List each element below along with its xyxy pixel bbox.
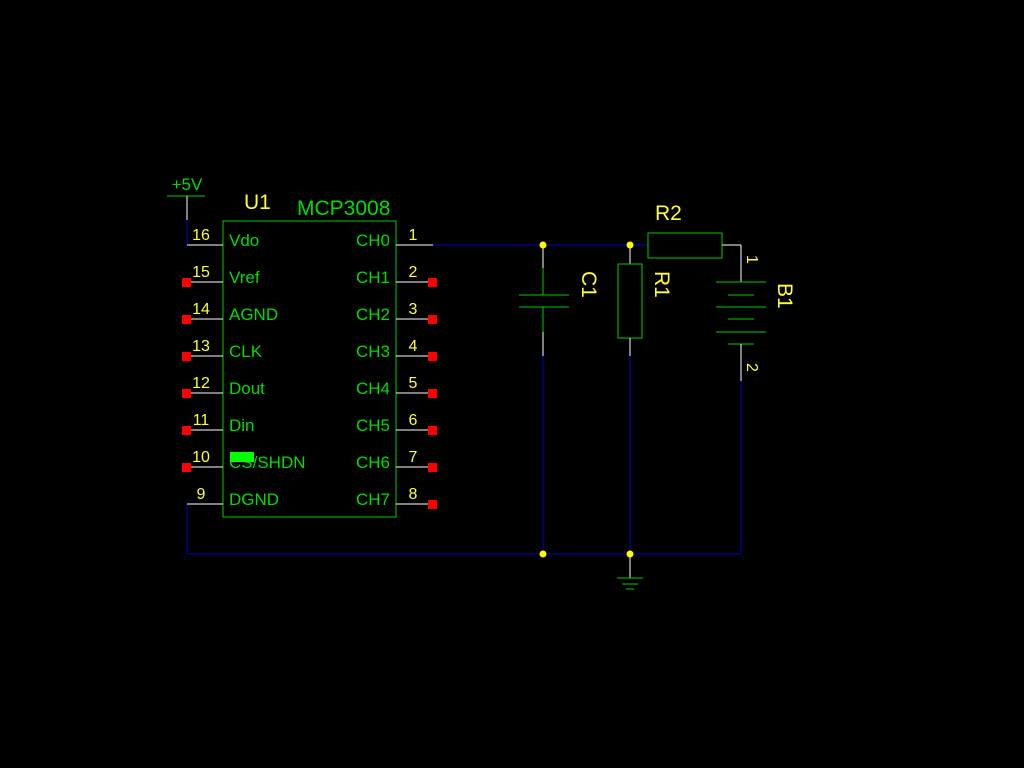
pin-name: CH6 [356, 453, 390, 472]
r1-ref: R1 [650, 271, 673, 298]
power-symbol-5v[interactable]: +5V [167, 175, 205, 220]
c1-ref: C1 [577, 271, 600, 298]
ic-part-name: MCP3008 [297, 197, 390, 220]
pin-number: 16 [192, 227, 210, 244]
unconnected-marker [428, 389, 437, 398]
unconnected-marker [428, 278, 437, 287]
pin-number: 1 [409, 227, 418, 244]
junction-r1-bottom [626, 550, 634, 558]
unconnected-marker [428, 315, 437, 324]
pin-number: 13 [192, 338, 210, 355]
unconnected-marker [428, 463, 437, 472]
pin-number: 4 [409, 338, 418, 355]
pin-number: 11 [193, 412, 210, 429]
pin-name: Din [229, 416, 255, 435]
ic-pin-15[interactable]: 15 Vref [182, 264, 260, 287]
pin-name: CH2 [356, 305, 390, 324]
ic-pin-11[interactable]: 11 Din [182, 412, 255, 435]
ic-pin-4[interactable]: 4 CH3 [356, 338, 437, 361]
power-label: +5V [172, 175, 203, 194]
unconnected-marker [182, 463, 191, 472]
unconnected-marker [182, 352, 191, 361]
ic-right-pins: 1 CH0 2 CH1 3 CH2 4 CH3 5 CH4 6 CH5 7 CH6 8 CH7 [356, 227, 437, 509]
ic-pin-16[interactable]: 16 Vdo [187, 227, 259, 250]
pin-name: AGND [229, 305, 278, 324]
ic-pin-8[interactable]: 8 CH7 [356, 486, 437, 509]
ic-pin-7[interactable]: 7 CH6 [356, 449, 437, 472]
pin-number: 5 [409, 375, 418, 392]
pin-number: 14 [192, 301, 210, 318]
junction-r1-top [626, 241, 634, 249]
r2-ref: R2 [655, 202, 682, 225]
ic-pin-13[interactable]: 13 CLK [182, 338, 263, 361]
pin-number: 10 [192, 449, 210, 466]
unconnected-marker [182, 278, 191, 287]
battery-b1[interactable]: B1 1 2 [716, 245, 796, 381]
pin-name: CH5 [356, 416, 390, 435]
pin-name: CH1 [356, 268, 390, 287]
ic-pin-3[interactable]: 3 CH2 [356, 301, 437, 324]
unconnected-marker [182, 315, 191, 324]
unconnected-marker [428, 426, 437, 435]
b1-pin-1-label: 1 [743, 255, 760, 264]
pin-number: 2 [409, 264, 418, 281]
ic-pin-1[interactable]: 1 CH0 [356, 227, 433, 250]
ic-pin-2[interactable]: 2 CH1 [356, 264, 437, 287]
capacitor-c1[interactable]: C1 [519, 245, 600, 356]
unconnected-marker [428, 352, 437, 361]
pin-name: CH4 [356, 379, 390, 398]
unconnected-marker [428, 500, 437, 509]
resistor-r2[interactable]: R2 [647, 202, 741, 259]
pin-number: 9 [197, 486, 206, 503]
b1-pin-2-label: 2 [743, 363, 760, 372]
pin-name: CH0 [356, 231, 390, 250]
r1-body [617, 263, 643, 339]
resistor-r1[interactable]: R1 [617, 245, 673, 356]
pin-name: Vref [229, 268, 260, 287]
junction-c1-bottom [539, 550, 547, 558]
pin-number: 7 [409, 449, 418, 466]
b1-ref: B1 [773, 283, 796, 309]
pin-name: CH3 [356, 342, 390, 361]
pin-number: 3 [409, 301, 418, 318]
ic-pin-12[interactable]: 12 Dout [182, 375, 265, 398]
ground-symbol[interactable] [617, 554, 643, 590]
ic-pin-6[interactable]: 6 CH5 [356, 412, 437, 435]
editor-cursor [230, 452, 254, 462]
ic-pin-9[interactable]: 9 DGND [187, 486, 279, 509]
pin-number: 6 [409, 412, 418, 429]
pin-name: Vdo [229, 231, 259, 250]
pin-number: 8 [409, 486, 418, 503]
pin-name: CH7 [356, 490, 390, 509]
junctions [539, 241, 634, 558]
pin-number: 12 [192, 375, 210, 392]
pin-name: Dout [229, 379, 265, 398]
unconnected-marker [182, 426, 191, 435]
ic-pin-5[interactable]: 5 CH4 [356, 375, 437, 398]
wires [186, 220, 742, 555]
ic-ref: U1 [244, 191, 271, 214]
pin-name: DGND [229, 490, 279, 509]
ic-pin-14[interactable]: 14 AGND [182, 301, 278, 324]
pin-name: CLK [229, 342, 263, 361]
ic-body [222, 220, 397, 518]
unconnected-marker [182, 389, 191, 398]
pin-number: 15 [192, 264, 210, 281]
r2-body [647, 232, 723, 259]
junction-c1-top [539, 241, 547, 249]
